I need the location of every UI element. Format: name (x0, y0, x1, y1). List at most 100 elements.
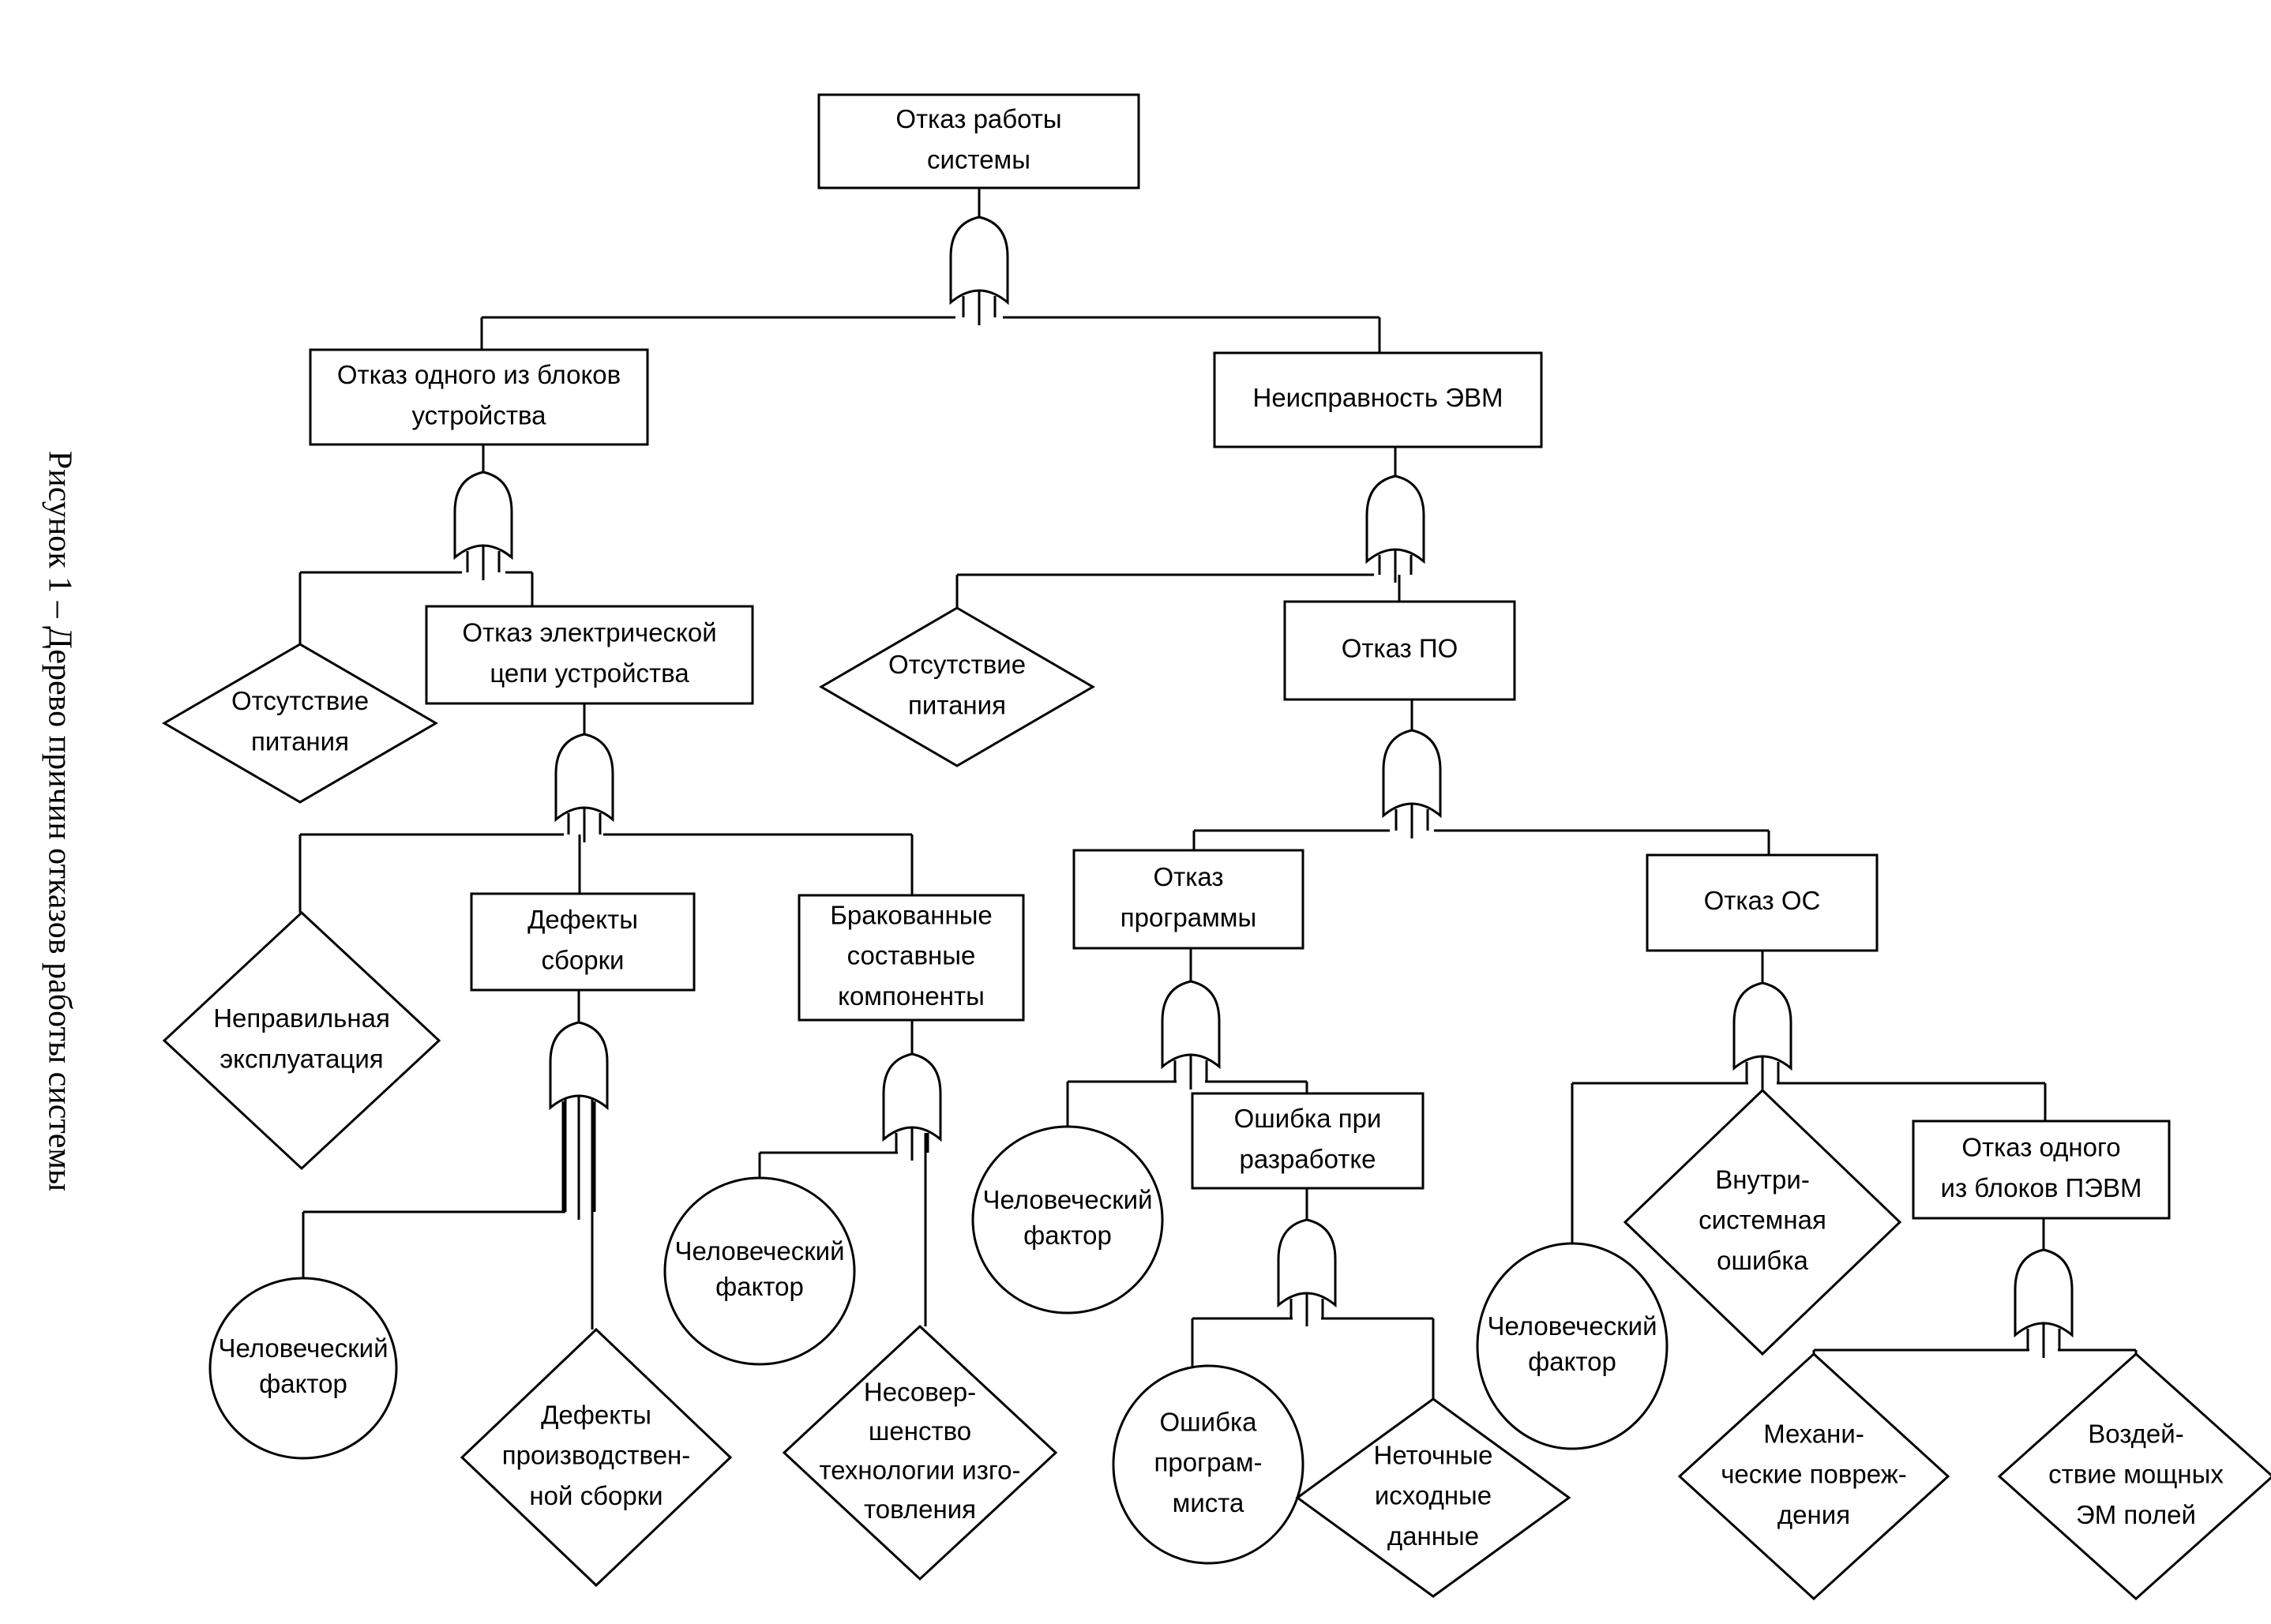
event-label-line: Отказ (1153, 862, 1223, 891)
event-label-line: Внутри- (1715, 1165, 1810, 1195)
event-box (309, 348, 649, 446)
event-label-line: программы (1120, 902, 1256, 932)
event-box (1646, 853, 1879, 952)
or-gate-icon (1277, 1218, 1337, 1308)
event-label-line: данные (1387, 1521, 1479, 1551)
event-label-line: миста (1173, 1488, 1244, 1517)
event-label-line: эксплуатация (220, 1044, 383, 1073)
event-label-line: Отказ ОС (1704, 886, 1821, 915)
or-gate-icon (554, 733, 614, 823)
basic-event-circle (663, 1176, 856, 1366)
event-label-line: питания (251, 726, 349, 756)
event-label-line: Дефекты (541, 1401, 651, 1430)
event-label-line: фактор (1528, 1347, 1616, 1376)
or-gate-icon (1365, 474, 1425, 564)
event-label-line: компоненты (838, 981, 985, 1011)
basic-event-circle (208, 1277, 398, 1460)
event-label-line: Отказ ПО (1342, 634, 1458, 663)
undeveloped-event-diamond (1997, 1352, 2271, 1601)
event-label-line: системы (927, 144, 1030, 174)
event-os: Отказ ОС (1646, 853, 1879, 952)
event-box (1912, 1120, 2171, 1220)
event-label-line: ной сборки (529, 1481, 663, 1510)
event-block: Отказ одного из блоков устройства (309, 348, 649, 446)
or-gate-icon (1732, 981, 1792, 1071)
event-label-line: устройства (411, 400, 546, 429)
event-label-line: Воздей- (2088, 1420, 2183, 1449)
event-label-line: Человеческий (219, 1333, 389, 1363)
event-label-line: програм- (1154, 1448, 1263, 1477)
event-label-line: из блоков ПЭВМ (1941, 1173, 2142, 1202)
or-gates (453, 216, 2074, 1338)
event-power2: Отсутствие питания (819, 606, 1095, 767)
event-label-line: системная (1699, 1206, 1826, 1235)
event-top: Отказ работы системы (817, 93, 1140, 189)
event-label-line: Отсутствие (888, 650, 1026, 679)
event-label-line: Отказ одного (1961, 1133, 2120, 1162)
event-label-line: Неправильная (213, 1003, 390, 1033)
event-label-line: Отказ одного из блоков (337, 360, 621, 389)
event-label-line: фактор (715, 1272, 804, 1301)
event-label-line: ствие мощных (2048, 1460, 2224, 1489)
event-label-line: Человеческий (1488, 1311, 1657, 1341)
undeveloped-event-diamond (782, 1324, 1058, 1581)
undeveloped-event-diamond (460, 1327, 733, 1588)
undeveloped-event-diamond (1623, 1088, 1902, 1356)
event-label-line: Бракованные (830, 901, 993, 930)
event-em: Воздей-ствие мощных ЭМ полей (1997, 1352, 2271, 1601)
event-label-line: Неточные (1374, 1441, 1493, 1470)
or-gate-icon (1161, 980, 1221, 1070)
event-label-line: ЭМ полей (2076, 1500, 2196, 1529)
event-box (817, 93, 1140, 189)
event-mech: Механи-ческие повреж-дения (1677, 1352, 1950, 1601)
event-box (1283, 600, 1516, 701)
event-po: Отказ ПО (1283, 600, 1516, 701)
undeveloped-event-diamond (1677, 1352, 1950, 1601)
or-gate-icon (1382, 729, 1442, 819)
event-label-line: шенство (869, 1416, 971, 1446)
event-label-line: Отсутствие (231, 686, 369, 715)
event-label-line: Ошибка (1160, 1408, 1258, 1437)
event-intra: Внутри-системная ошибка (1623, 1088, 1902, 1356)
event-label-line: дения (1777, 1500, 1850, 1529)
basic-event-circle (1476, 1242, 1669, 1450)
basic-event-circle (1112, 1364, 1304, 1565)
event-progerr: Ошибка програм-миста (1112, 1364, 1304, 1565)
undeveloped-event-diamond (162, 910, 441, 1171)
undeveloped-event-diamond (819, 606, 1095, 767)
event-label-line: Отказ электрической (462, 618, 716, 647)
event-label-line: Человеческий (983, 1185, 1153, 1214)
event-pevm: Отказ одного из блоков ПЭВМ (1912, 1120, 2171, 1220)
figure-caption: Рисунок 1 – Дерево причин отказов работы… (41, 451, 77, 1191)
event-box (1072, 849, 1304, 950)
event-hum4: Человеческий фактор (1476, 1242, 1669, 1450)
event-label-line: ческие повреж- (1721, 1460, 1907, 1489)
event-label-line: Механи- (1763, 1420, 1864, 1449)
undeveloped-event-diamond (1295, 1397, 1571, 1598)
event-label-line: ошибка (1717, 1246, 1808, 1275)
or-gate-icon (453, 471, 513, 561)
event-box (1213, 351, 1543, 448)
undeveloped-event-diamond (162, 643, 438, 804)
event-box (798, 894, 1025, 1022)
event-prog: Отказ программы (1072, 849, 1304, 950)
event-label-line: питания (908, 690, 1006, 719)
event-power1: Отсутствие питания (162, 643, 438, 804)
event-label-line: Ошибка при (1234, 1104, 1382, 1133)
event-label-line: исходные (1375, 1481, 1492, 1510)
tree-connectors (298, 188, 2138, 1399)
event-box (1191, 1092, 1425, 1190)
event-input: Неточные исходные данные (1295, 1397, 1571, 1598)
event-label-line: Отказ работы (895, 104, 1061, 133)
event-evm: Неисправность ЭВМ (1213, 351, 1543, 448)
event-misuse: Неправильная эксплуатация (162, 910, 441, 1171)
